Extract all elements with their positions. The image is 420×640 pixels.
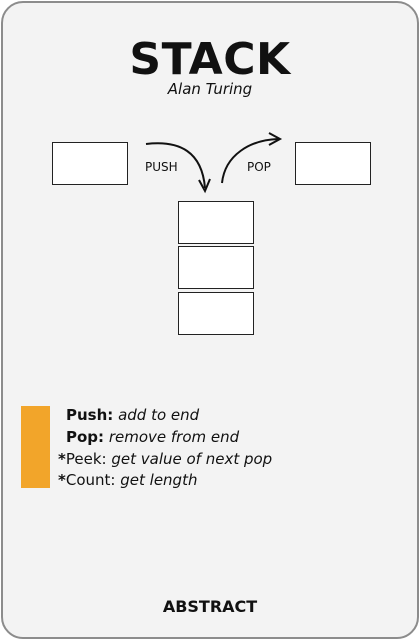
- card-category: ABSTRACT: [162, 597, 258, 616]
- definition-term: Peek:: [65, 450, 107, 468]
- stack-slot-top: [178, 201, 254, 244]
- stack-slot-bottom: [178, 292, 254, 335]
- input-element-box: [52, 142, 128, 185]
- definition-desc: add to end: [118, 406, 200, 424]
- definition-prefix: *: [58, 450, 66, 468]
- definition-pop: Pop: remove from end: [66, 428, 239, 446]
- definition-push: Push: add to end: [66, 406, 199, 424]
- stack-slot-middle: [178, 246, 254, 289]
- definition-desc: get value of next pop: [111, 450, 273, 468]
- definition-prefix: *: [58, 471, 66, 489]
- definition-term: Pop:: [66, 428, 105, 446]
- accent-bar: [21, 406, 50, 488]
- output-element-box: [295, 142, 371, 185]
- definition-peek: *Peek: get value of next pop: [58, 450, 272, 468]
- definition-count: *Count: get length: [58, 471, 197, 489]
- definition-term: Count:: [65, 471, 116, 489]
- push-arrow-icon: [145, 142, 211, 194]
- pop-arrow-icon: [221, 132, 283, 184]
- definition-desc: get length: [120, 471, 198, 489]
- definition-desc: remove from end: [108, 428, 240, 446]
- definition-term: Push:: [66, 406, 114, 424]
- card-title: STACK: [129, 34, 291, 85]
- push-label: PUSH: [145, 160, 178, 174]
- pop-label: POP: [247, 160, 271, 174]
- card-author: Alan Turing: [167, 80, 253, 98]
